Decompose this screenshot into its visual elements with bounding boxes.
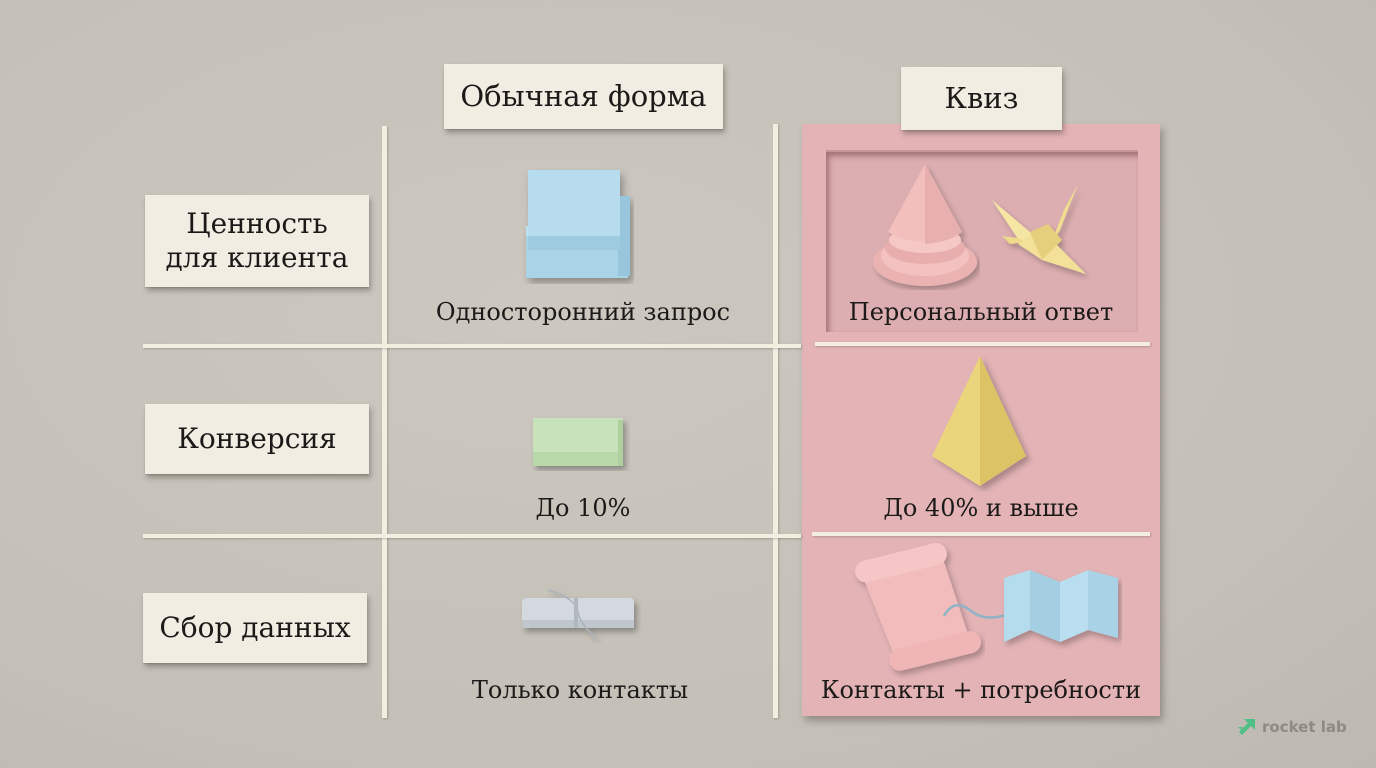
tied-paper-roll-icon — [522, 589, 634, 639]
grid-vline-right — [773, 124, 778, 718]
blue-folded-map-icon — [1004, 570, 1118, 642]
row-header-label: Сбор данных — [159, 611, 351, 645]
yellow-paper-crane-icon — [992, 184, 1086, 274]
row-header-label: Конверсия — [177, 422, 337, 456]
brand-name: rocket lab — [1262, 718, 1347, 736]
grid-hline-2 — [143, 534, 801, 538]
cell-text-regular-data-collection: Только контакты — [471, 676, 689, 704]
pink-paper-cone-icon — [873, 164, 977, 286]
row-header-line: для клиента — [165, 241, 349, 274]
grid-hline-2-quiz — [812, 532, 1150, 536]
column-header-regular-form: Обычная форма — [444, 64, 723, 129]
row-header-conversion: Конверсия — [145, 404, 369, 474]
grid-hline-1-quiz — [815, 342, 1150, 346]
cell-text-regular-conversion: До 10% — [535, 494, 631, 522]
quiz-highlight-inset — [826, 150, 1138, 332]
yellow-paper-pyramid-icon — [932, 356, 1026, 486]
cell-text-quiz-client-value: Персональный ответ — [848, 298, 1114, 326]
row-header-line: Ценность — [186, 207, 328, 241]
blue-stacked-boxes-icon — [526, 170, 630, 278]
cell-text-quiz-conversion: До 40% и выше — [883, 494, 1079, 522]
column-header-label: Квиз — [944, 81, 1019, 116]
cell-text-quiz-data-collection: Контакты + потребности — [820, 676, 1142, 704]
row-header-data-collection: Сбор данных — [143, 593, 367, 663]
row-header-client-value: Ценность для клиента — [145, 195, 369, 287]
column-header-quiz: Квиз — [901, 67, 1062, 130]
rocket-lab-logo-icon — [1238, 719, 1255, 735]
pink-paper-scroll-icon — [855, 543, 981, 671]
small-green-block-icon — [533, 418, 623, 466]
string-connector-icon — [942, 603, 1015, 619]
grid-hline-1 — [143, 344, 801, 348]
column-header-label: Обычная форма — [460, 79, 707, 114]
grid-vline-left — [382, 126, 387, 718]
brand-watermark: rocket lab — [1238, 718, 1347, 736]
cell-text-regular-client-value: Односторонний запрос — [435, 298, 731, 326]
